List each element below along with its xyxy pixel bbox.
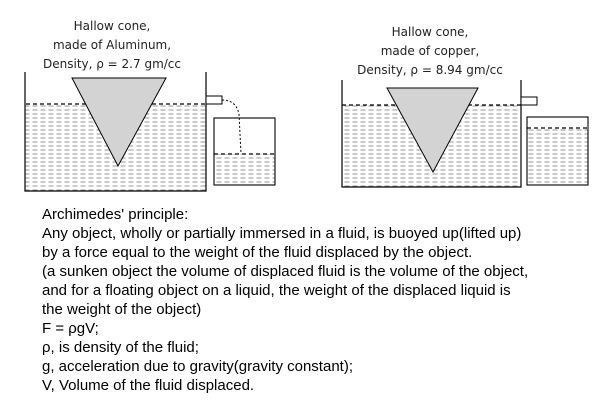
principle-line-3: (a sunken object the volume of displaced… — [42, 263, 529, 280]
principle-line-5: the weight of the object) — [42, 301, 202, 318]
right-experiment: Hallow cone, made of copper, Density, ρ … — [341, 25, 589, 188]
left-cone-label-line-3: Density, ρ = 2.7 gm/cc — [43, 57, 181, 71]
left-tank — [24, 72, 207, 192]
left-cone-label-line-1: Hallow cone, — [74, 19, 151, 33]
left-collecting-beaker — [213, 117, 276, 186]
left-overflow-spout — [205, 95, 223, 105]
density-definition: ρ, is density of the fluid; — [42, 339, 199, 356]
formula-line: F = ρgV; — [42, 320, 99, 337]
right-cone-label-line-1: Hallow cone, — [392, 25, 469, 39]
right-cone-label-line-2: made of copper, — [381, 44, 480, 58]
right-tank — [341, 80, 522, 188]
left-beaker-water — [214, 154, 275, 185]
principle-heading: Archimedes' principle: — [42, 206, 189, 223]
left-overflow-stream — [221, 99, 242, 155]
right-cone — [386, 87, 479, 174]
principle-line-1: Any object, wholly or partially immersed… — [42, 225, 522, 242]
right-cone-label-line-3: Density, ρ = 8.94 gm/cc — [357, 63, 503, 77]
right-beaker-water — [527, 128, 588, 185]
archimedes-diagram: Hallow cone, made of Aluminum, Density, … — [24, 19, 589, 192]
left-cone-label-line-2: made of Aluminum, — [53, 38, 171, 52]
archimedes-principle-text: Archimedes' principle: Any object, wholl… — [42, 205, 598, 395]
right-overflow-spout — [520, 96, 538, 106]
right-collecting-beaker — [526, 116, 589, 186]
gravity-definition: g, acceleration due to gravity(gravity c… — [42, 358, 353, 375]
volume-definition: V, Volume of the fluid displaced. — [42, 377, 255, 394]
principle-line-2: by a force equal to the weight of the fl… — [42, 244, 473, 261]
principle-line-4: and for a floating object on a liquid, t… — [42, 282, 511, 299]
left-experiment: Hallow cone, made of Aluminum, Density, … — [24, 19, 276, 192]
left-cone — [71, 77, 167, 168]
